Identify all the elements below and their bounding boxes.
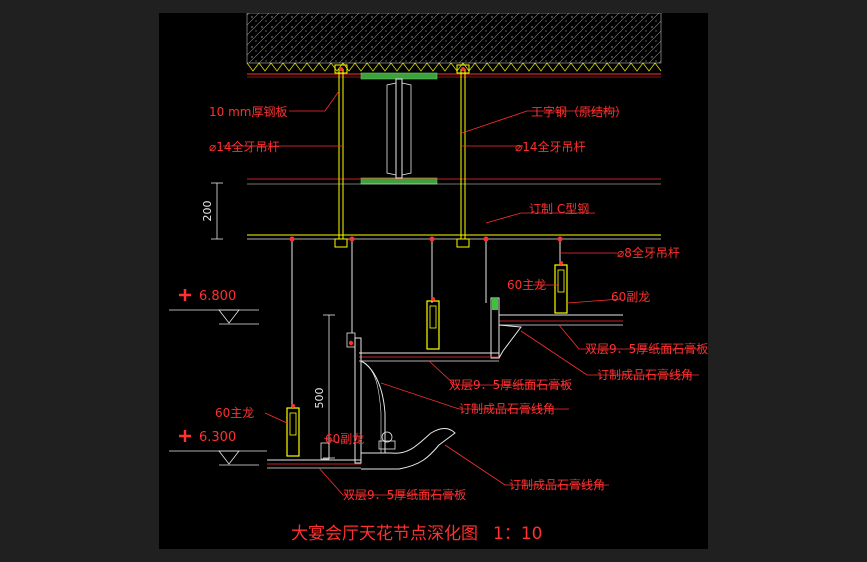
label-rod-left: ⌀14全牙吊杆 (209, 139, 280, 154)
dimension-500: 500 (313, 314, 335, 459)
elevation-upper-text: 6.800 (199, 289, 236, 304)
label-rod-8: ⌀8全牙吊杆 (617, 245, 680, 260)
dimension-500-text: 500 (313, 388, 326, 409)
i-beam (360, 72, 438, 185)
label-sub-keel-low: 60副龙 (325, 432, 364, 446)
label-sub-keel-top: 60副龙 (611, 290, 650, 304)
hanger-rods-8 (289, 236, 563, 408)
label-board-low: 双层9．5厚纸面石膏板 (343, 487, 466, 502)
hanger-rods-14 (334, 64, 470, 248)
dimension-200: 200 (201, 182, 223, 240)
label-molding-low: 订制成品石膏线角 (509, 477, 605, 492)
elevation-marker-lower: 6.300 (169, 430, 267, 466)
elevation-marker-upper: 6.800 (169, 289, 259, 325)
ceiling-node-detail-drawing: 200 500 6.800 6.300 (169, 12, 708, 544)
concrete-slab (246, 12, 662, 78)
label-i-beam: 工字钢（原结构） (531, 104, 627, 119)
cad-drawing-canvas: 200 500 6.800 6.300 (159, 12, 708, 549)
label-rod-right: ⌀14全牙吊杆 (515, 139, 586, 154)
drawing-title: 大宴会厅天花节点深化图 (291, 524, 478, 544)
ceiling-structure (267, 297, 623, 470)
label-main-keel-top: 60主龙 (507, 278, 546, 292)
dimension-200-text: 200 (201, 201, 214, 222)
label-main-keel-low: 60主龙 (215, 406, 254, 420)
label-board-mid: 双层9．5厚纸面石膏板 (449, 377, 572, 392)
drawing-scale: 1：10 (493, 524, 542, 544)
leader-lines (223, 90, 699, 496)
elevation-lower-text: 6.300 (199, 430, 236, 445)
label-c-steel: 订制 C型钢 (529, 202, 589, 216)
label-molding-mid: 订制成品石膏线角 (459, 401, 555, 416)
label-steel-plate: 10 mm厚钢板 (209, 105, 287, 119)
label-board-upper: 双层9．5厚纸面石膏板 (585, 341, 708, 356)
label-molding-upper: 订制成品石膏线角 (597, 367, 693, 382)
c-steel-rail (247, 234, 661, 240)
main-keel-brackets (286, 261, 568, 457)
annotations: 10 mm厚钢板 工字钢（原结构） ⌀14全牙吊杆 ⌀14全牙吊杆 订制 C型钢… (209, 104, 708, 502)
